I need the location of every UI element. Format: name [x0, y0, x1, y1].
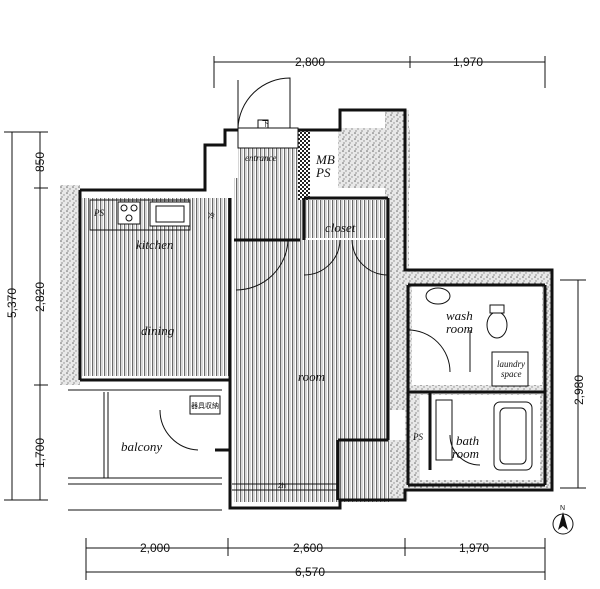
dim-bottom-1: 2,000	[140, 541, 170, 555]
mb-label: MB	[315, 152, 335, 167]
fixtures	[89, 119, 533, 471]
floors	[82, 148, 389, 502]
compass-icon: N	[552, 505, 574, 535]
room-label: room	[298, 369, 325, 384]
wash-label-2: room	[446, 321, 473, 336]
bath-label-2: room	[452, 446, 479, 461]
ps-kitchen-label: PS	[93, 208, 104, 218]
dim-top-right: 1,970	[453, 55, 483, 69]
entrance-label: entrance	[245, 153, 277, 163]
ps-bath-label: PS	[412, 432, 423, 442]
dimension-labels: 2,800 1,970 2,000 2,600 1,970 6,570 5,37…	[5, 55, 586, 579]
door-swings	[159, 77, 481, 466]
mb-ps-area	[298, 130, 310, 200]
dim-left-1700: 1,700	[33, 438, 47, 468]
bath-label-1: bath	[456, 433, 479, 448]
dim-bottom-total: 6,570	[295, 565, 325, 579]
ps-label: PS	[315, 165, 331, 180]
dim-left-2820: 2,820	[33, 282, 47, 312]
laundry-label-1: laundry	[497, 359, 525, 369]
dim-bottom-2: 2,600	[293, 541, 323, 555]
laundry-label-2: space	[501, 369, 522, 379]
dim-left-850: 850	[33, 152, 47, 172]
dim-right-2980: 2,980	[572, 375, 586, 405]
dim-bottom-3: 1,970	[459, 541, 489, 555]
dim-left-total: 5,370	[5, 288, 19, 318]
fridge-mark: 冷	[208, 211, 215, 220]
equip-storage-label: 器具収納	[191, 401, 219, 410]
dimension-lines	[4, 56, 586, 580]
kitchen-label: kitchen	[136, 237, 174, 252]
window-mark: 2h	[278, 483, 286, 490]
room-labels: entrance MB PS closet kitchen dining roo…	[93, 120, 525, 490]
dim-top-left: 2,800	[295, 55, 325, 69]
shoe-mark: 下	[262, 120, 269, 128]
balcony-label: balcony	[121, 439, 162, 454]
dining-label: dining	[141, 323, 175, 338]
walls	[68, 108, 554, 511]
wash-label-1: wash	[446, 308, 473, 323]
closet-label: closet	[325, 220, 356, 235]
compass-label: N	[560, 505, 565, 512]
